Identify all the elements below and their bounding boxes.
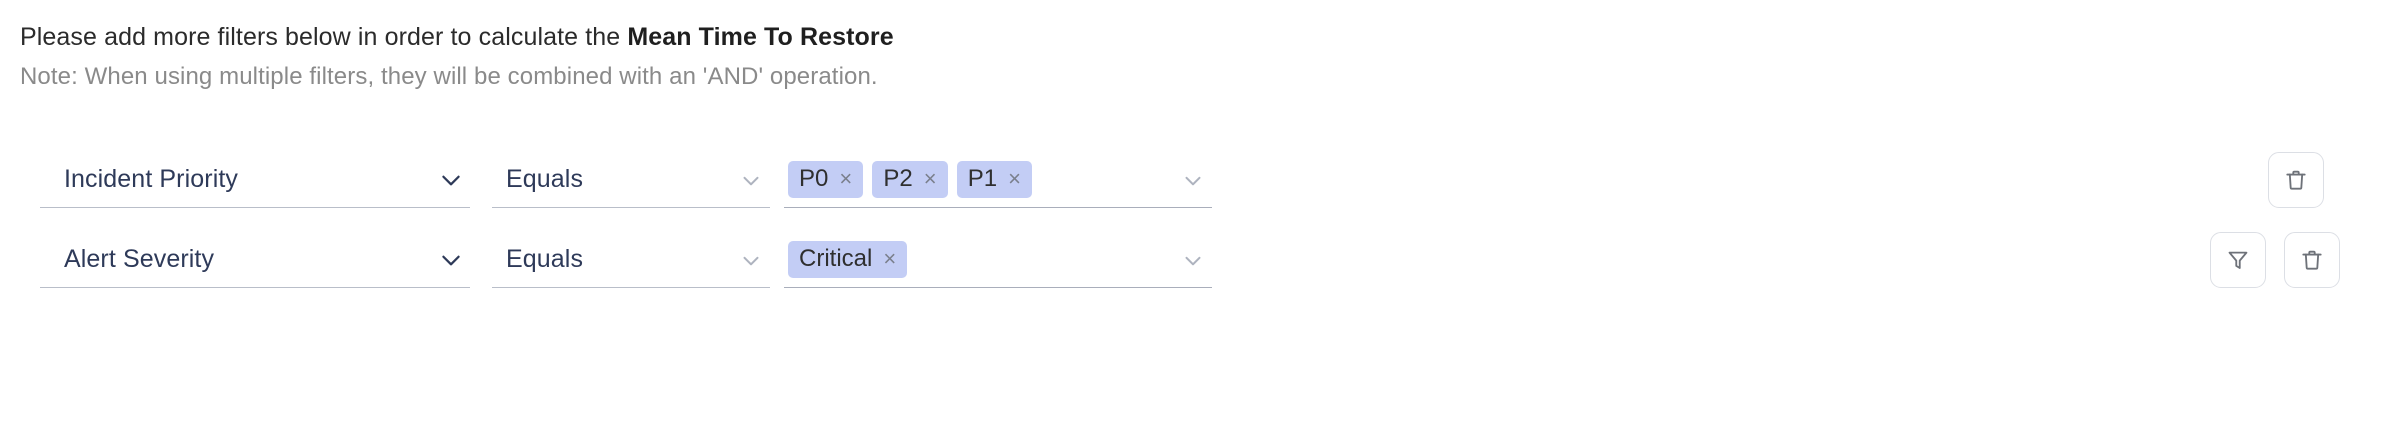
chevron-down-icon <box>738 167 764 193</box>
delete-filter-button[interactable] <box>2284 232 2340 288</box>
filter-attribute-value: Alert Severity <box>64 245 215 273</box>
filter-rows: Incident Priority Equals P0 × <box>0 152 2408 312</box>
filter-value-chips: Critical × <box>788 241 1180 278</box>
filter-operator-value: Equals <box>506 165 584 193</box>
chevron-down-icon <box>438 247 464 273</box>
chip-remove-icon[interactable]: × <box>883 246 897 271</box>
header-note: Note: When using multiple filters, they … <box>20 63 878 90</box>
chevron-down-icon <box>738 247 764 273</box>
filter-value-chip[interactable]: Critical × <box>788 241 908 278</box>
filter-attribute-select[interactable]: Incident Priority <box>40 152 470 208</box>
chevron-down-icon <box>1180 167 1206 193</box>
filter-row-actions <box>2268 152 2324 208</box>
page-title-metric: Mean Time To Restore <box>627 23 894 51</box>
page-title: Please add more filters below in order t… <box>20 20 894 54</box>
delete-filter-button[interactable] <box>2268 152 2324 208</box>
chip-remove-icon[interactable]: × <box>839 166 853 191</box>
add-filter-button[interactable] <box>2210 232 2266 288</box>
filter-operator-value: Equals <box>506 245 584 273</box>
filter-operator-select[interactable]: Equals <box>492 232 770 288</box>
filter-value-chip[interactable]: P2 × <box>872 161 948 198</box>
filter-attribute-value: Incident Priority <box>64 165 238 193</box>
chip-label: Critical <box>799 245 873 272</box>
filter-values-select[interactable]: P0 × P2 × P1 × <box>784 152 1212 208</box>
filter-row: Incident Priority Equals P0 × <box>0 152 2408 232</box>
filter-value-chip[interactable]: P1 × <box>956 161 1033 198</box>
chip-label: P1 <box>967 165 998 192</box>
trash-icon <box>2299 247 2325 273</box>
chevron-down-icon <box>1180 247 1206 273</box>
header: Please add more filters below in order t… <box>20 20 894 93</box>
filter-attribute-select[interactable]: Alert Severity <box>40 232 470 288</box>
chip-label: P0 <box>799 165 829 192</box>
filter-value-chip[interactable]: P0 × <box>788 161 864 198</box>
chip-remove-icon[interactable]: × <box>923 166 937 191</box>
chip-label: P2 <box>883 165 913 192</box>
filter-row: Alert Severity Equals Critical × <box>0 232 2408 312</box>
trash-icon <box>2283 167 2309 193</box>
chevron-down-icon <box>438 167 464 193</box>
filter-row-actions <box>2210 232 2340 288</box>
page-title-prefix: Please add more filters below in order t… <box>20 23 628 51</box>
filter-operator-select[interactable]: Equals <box>492 152 770 208</box>
chip-remove-icon[interactable]: × <box>1008 166 1021 191</box>
funnel-icon <box>2225 247 2251 273</box>
filter-value-chips: P0 × P2 × P1 × <box>788 161 1180 198</box>
filter-values-select[interactable]: Critical × <box>784 232 1212 288</box>
